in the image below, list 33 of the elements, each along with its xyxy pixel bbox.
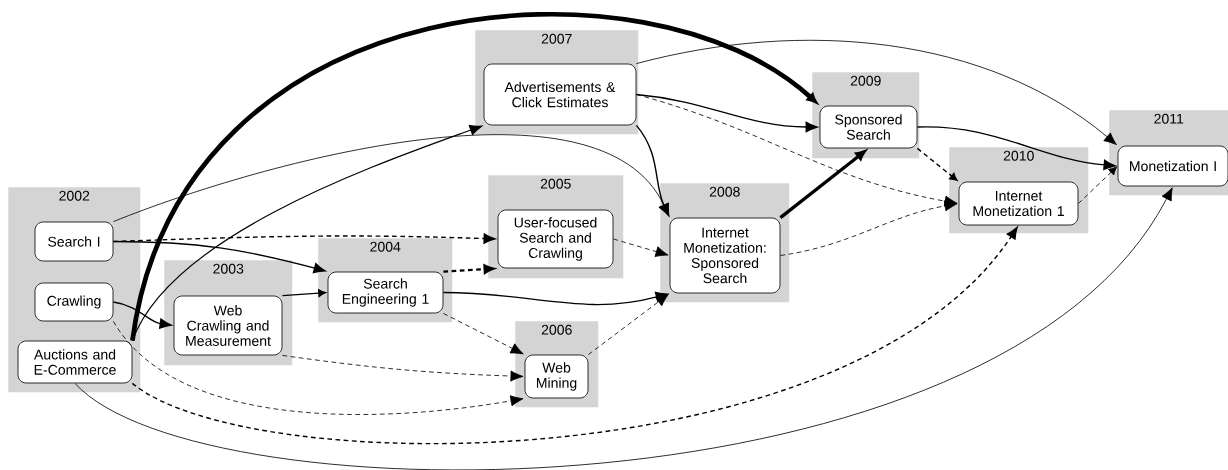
topic-box: Advertisements & Click Estimates — [483, 63, 637, 126]
arrow — [916, 147, 958, 181]
arrow — [281, 289, 327, 298]
arrow — [779, 150, 866, 219]
topic-box: Search I — [34, 221, 114, 262]
arrow — [113, 321, 524, 415]
arrow — [636, 39, 1117, 145]
arrow — [635, 124, 670, 216]
arrow — [442, 291, 668, 306]
topic-box: Web Crawling and Measurement — [173, 295, 283, 356]
topic-box: Sponsored Search — [819, 105, 918, 149]
arrow — [780, 200, 958, 256]
arrow — [112, 233, 496, 244]
arrow — [1078, 166, 1118, 204]
arrow — [131, 226, 1018, 444]
arrow — [443, 264, 495, 275]
arrow — [282, 355, 524, 382]
topic-box: Auctions and E-Commerce — [17, 340, 133, 384]
topic-box: User-focused Search and Crawling — [497, 209, 614, 269]
topic-box: Search Engineering 1 — [327, 271, 444, 314]
topic-box: Web Mining — [524, 354, 589, 399]
topic-box: Monetization I — [1117, 145, 1228, 187]
arrow — [588, 293, 669, 355]
arrow — [113, 134, 670, 222]
arrow — [916, 126, 1116, 171]
arrow — [613, 238, 669, 257]
arrow — [131, 124, 483, 342]
topic-box: Crawling — [34, 282, 114, 322]
topic-box: Internet Monetization: Sponsored Search — [669, 217, 781, 294]
arrow — [112, 301, 172, 329]
topic-box: Internet Monetization 1 — [958, 181, 1079, 226]
arrow — [130, 12, 818, 342]
arrow — [443, 313, 524, 355]
